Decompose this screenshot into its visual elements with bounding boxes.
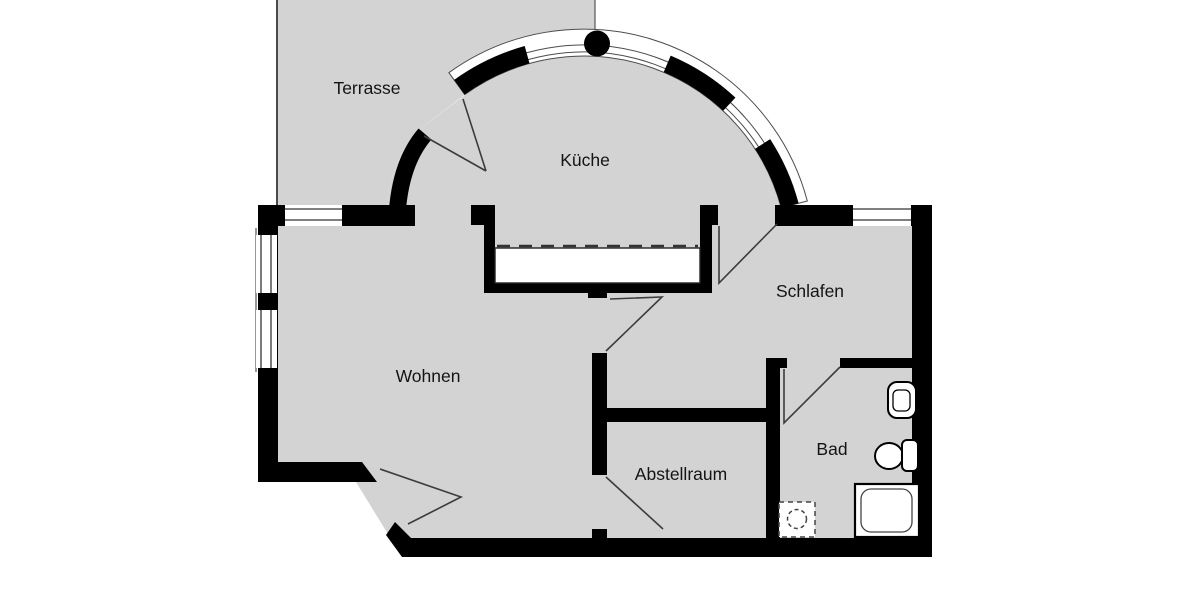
wall-schlafen-bad-left [766, 358, 787, 368]
door-abstellraum [605, 476, 664, 530]
washbasin-fixture [887, 381, 917, 419]
window-wohnen-top [285, 205, 342, 226]
wall-hall-corner-stub [588, 283, 607, 298]
curved-window-wall [448, 28, 808, 209]
room-label-kueche: Küche [560, 150, 610, 170]
wall-abstellraum-jamb [592, 529, 607, 541]
kitchen-counter [494, 244, 701, 284]
wall-curved-terrasse [388, 128, 432, 217]
column-pillar [584, 30, 610, 57]
door-entrance [379, 468, 464, 525]
room-label-abstellraum: Abstellraum [635, 464, 727, 484]
curved-window-band [448, 28, 808, 209]
room-terrasse-area [277, 0, 595, 205]
kitchen-counter-top [494, 247, 701, 284]
door-bad [783, 366, 841, 425]
wall-counter-right-stub [700, 205, 718, 225]
wall-abstellraum-top [605, 408, 770, 422]
windows [255, 205, 911, 372]
room-label-bad: Bad [816, 439, 847, 459]
window-wohnen-left-1 [256, 235, 277, 293]
wall-wohnen-bottom [258, 462, 377, 482]
door-schlafen [718, 223, 778, 285]
shower-fixture [853, 482, 921, 539]
room-label-wohnen: Wohnen [396, 366, 461, 386]
window-schlafen-top [853, 205, 911, 226]
room-label-terrasse: Terrasse [333, 78, 400, 98]
door-swings [379, 98, 841, 530]
arc-wall-segment-2 [663, 55, 736, 111]
wall-schlafen-bad-right [840, 358, 912, 368]
wall-wohnen-hall [592, 353, 607, 475]
interior-floor-area [258, 51, 932, 557]
floor-areas [258, 0, 932, 557]
window-wohnen-left-2 [256, 310, 277, 368]
bad-fixtures [778, 381, 921, 539]
toilet-fixture [874, 439, 919, 472]
wall-bottom [402, 538, 932, 557]
wall-counter-right [700, 205, 712, 293]
wall-bad-left [766, 358, 780, 545]
room-label-schlafen: Schlafen [776, 281, 844, 301]
wall-counter-left [484, 205, 495, 293]
door-wohnen-hall [605, 296, 665, 352]
door-terrasse [423, 98, 487, 172]
arc-wall-segment-3 [754, 139, 799, 209]
wall-counter-left-stub [471, 205, 495, 225]
arc-wall-segment-1 [454, 46, 530, 95]
washing-machine-position-fixture [778, 501, 816, 538]
room-labels: Terrasse Küche Wohnen Schlafen Abstellra… [333, 78, 847, 484]
